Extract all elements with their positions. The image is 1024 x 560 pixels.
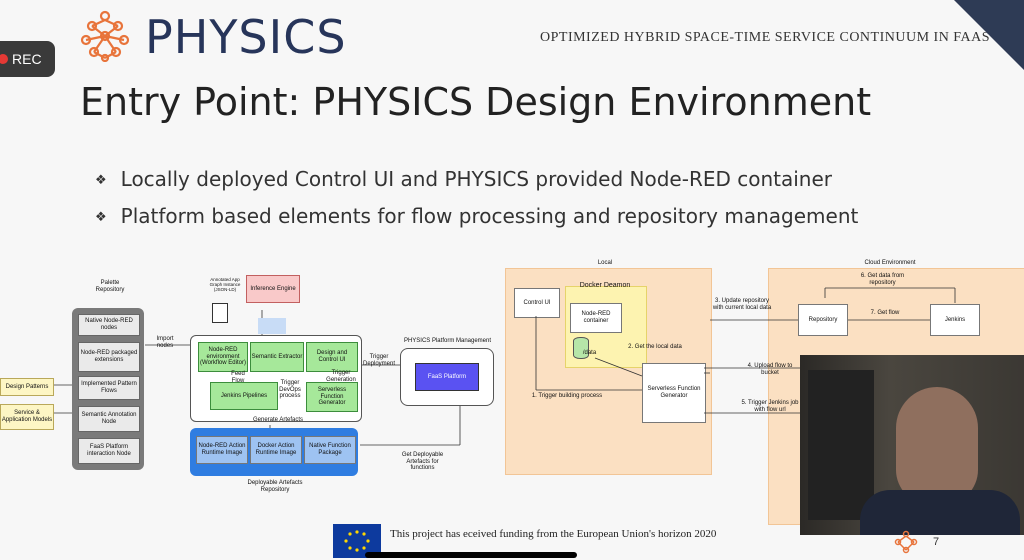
trigger-devops-label: Trigger DevOps process <box>279 380 301 400</box>
palette-item: FaaS Platform interaction Node <box>78 438 140 464</box>
palette-item: Node-RED packaged extensions <box>78 342 140 372</box>
artefact-box: Docker Action Runtime Image <box>250 436 302 464</box>
generate-artefacts-label: Generate Artefacts <box>252 417 304 423</box>
funding-notice: This project has eceived funding from th… <box>390 528 717 540</box>
feed-flow-label: Feed Flow <box>231 371 245 384</box>
trigger-generation-label: Trigger Generation <box>326 370 356 383</box>
document-icon <box>212 303 228 323</box>
brand-name: PHYSICS <box>145 10 347 64</box>
bullet-2-text: Platform based elements for flow process… <box>120 204 859 228</box>
recording-label: REC <box>12 51 42 67</box>
bookshelf-left <box>808 370 874 520</box>
design-patterns-box: Design Patterns <box>0 378 54 396</box>
service-models-box: Service & Application Models <box>0 404 54 430</box>
jenkins-pipelines-box: Jenkins Pipelines <box>210 382 278 410</box>
cloud-label: Cloud Environment <box>864 260 916 266</box>
diamond-bullet-icon: ❖ <box>95 210 107 225</box>
update-repo-label: 3. Update repository with current local … <box>712 298 772 311</box>
graph-thumbnail <box>258 318 286 334</box>
bullet-1: ❖ Locally deployed Control UI and PHYSICS… <box>95 167 832 191</box>
get-data-label: 6. Get data from repository <box>860 273 905 286</box>
control-ui-box: Control UI <box>514 288 560 318</box>
repository-box: Repository <box>798 304 848 336</box>
semantic-extractor-box: Semantic Extractor <box>250 342 304 372</box>
record-icon <box>0 54 8 64</box>
bullet-1-text: Locally deployed Control UI and PHYSICS … <box>120 167 833 191</box>
get-deployable-label: Get Deployable Artefacts for functions <box>401 452 444 472</box>
faas-platform-box: FaaS Platform <box>415 363 479 391</box>
get-flow-label: 7. Get flow <box>870 310 900 316</box>
jenkins-box: Jenkins <box>930 304 980 336</box>
tagline: OPTIMIZED HYBRID SPACE-TIME SERVICE CONT… <box>540 30 991 45</box>
palette-item: Semantic Annotation Node <box>78 406 140 432</box>
slide-title: Entry Point: PHYSICS Design Environment <box>80 80 872 124</box>
workflow-connectors <box>535 287 956 414</box>
nodered-env-box: Node-RED environment (Workflow Editor) <box>198 342 248 372</box>
data-volume-icon <box>573 337 589 359</box>
upload-flow-label: 4. Upload flow to bucket <box>747 363 793 376</box>
serverless-generator-box: Serverless Function Generator <box>642 363 706 423</box>
trigger-building-label: 1. Trigger building process <box>531 393 603 399</box>
inference-engine-box: Inference Engine <box>246 275 300 303</box>
recording-indicator: REC <box>0 41 55 77</box>
data-label: /data <box>582 350 597 356</box>
webcam-video[interactable] <box>800 355 1024 535</box>
bullet-2: ❖ Platform based elements for flow proces… <box>95 204 858 228</box>
design-control-ui-box: Design and Control UI <box>306 342 358 372</box>
trigger-jenkins-label: 5. Trigger Jenkins job with flow url <box>741 400 799 413</box>
local-label: Local <box>597 260 613 266</box>
palette-title: Palette Repository <box>95 280 125 293</box>
artefact-box: Node-RED Action Runtime Image <box>196 436 248 464</box>
palette-item: Native Node-RED nodes <box>78 314 140 336</box>
serverless-generator-box: Serverless Function Generator <box>306 382 358 412</box>
physics-logo-icon <box>80 10 130 62</box>
palette-item: Implemented Pattern Flows <box>78 376 140 400</box>
import-nodes-label: Import nodes <box>156 336 174 349</box>
artefacts-repo-label: Deployable Artefacts Repository <box>247 480 303 493</box>
diamond-bullet-icon: ❖ <box>95 173 107 188</box>
trigger-deployment-label: Trigger Deployment <box>362 354 395 367</box>
annotated-graph-label: Annotated App Graph Instance (JSON-LD) <box>209 277 241 292</box>
nodered-container-box: Node-RED container <box>570 303 622 333</box>
docker-deamon-label: Docker Deamon <box>579 282 631 289</box>
artefact-box: Native Function Package <box>304 436 356 464</box>
get-local-data-label: 2. Get the local data <box>628 344 682 350</box>
page-number: 7 <box>933 536 940 548</box>
video-controls-bar[interactable] <box>365 552 577 558</box>
person-shoulders <box>860 490 1020 535</box>
eu-stars-icon <box>344 530 370 552</box>
platform-mgmt-label: PHYSICS Platform Management <box>403 338 492 344</box>
person-head <box>896 387 978 505</box>
corner-decoration <box>954 0 1024 70</box>
design-environment-diagram: Palette Repository Native Node-RED nodes… <box>0 270 500 510</box>
physics-logo-small-icon <box>894 530 918 554</box>
